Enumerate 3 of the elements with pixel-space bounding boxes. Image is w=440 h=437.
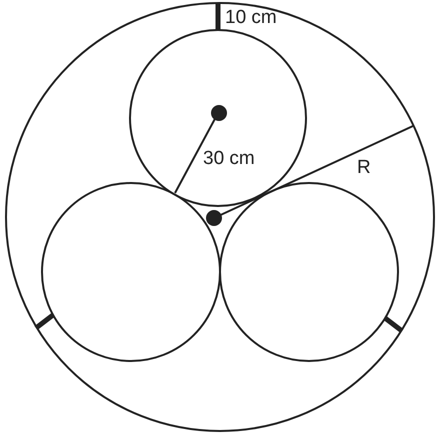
radius-label: R xyxy=(357,158,371,178)
dimension-label: 30 cm xyxy=(203,149,255,169)
dimension-label: 10 cm xyxy=(225,8,277,28)
